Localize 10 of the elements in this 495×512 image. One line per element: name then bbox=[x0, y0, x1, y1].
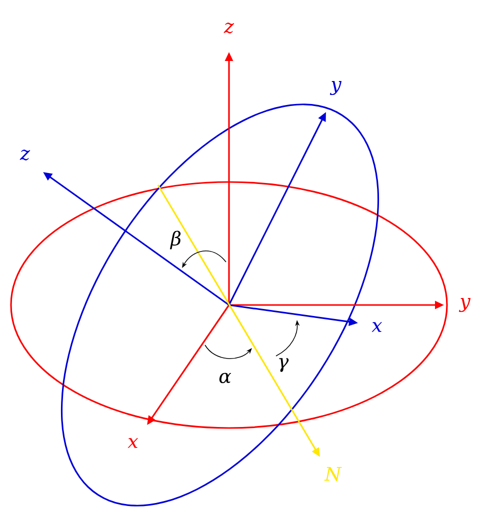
axis-label: β bbox=[170, 230, 181, 250]
axis-label: y bbox=[330, 80, 342, 96]
axis-label: z bbox=[224, 22, 234, 34]
axis-label: y bbox=[458, 298, 471, 312]
axis-label: x bbox=[372, 322, 382, 332]
axis-label: x bbox=[128, 438, 138, 448]
axis-label: γ bbox=[279, 358, 289, 372]
axis-label: z bbox=[20, 150, 30, 160]
axis-label: α bbox=[219, 372, 232, 384]
axis-label: N bbox=[324, 466, 342, 482]
